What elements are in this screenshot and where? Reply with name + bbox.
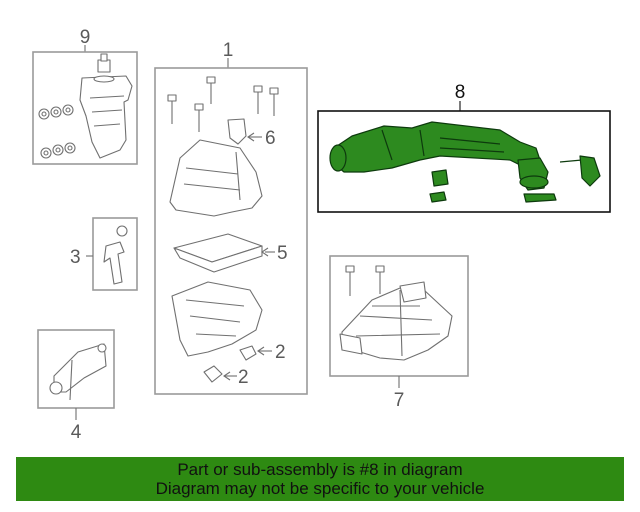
banner-line-2: Diagram may not be specific to your vehi…: [155, 479, 485, 498]
callout-2a: 2: [275, 342, 286, 363]
part-3-group[interactable]: 3: [70, 217, 138, 291]
part-7-group[interactable]: 7: [329, 255, 469, 411]
air-duct-drawing: [333, 121, 541, 173]
part-3-box: [92, 217, 138, 291]
banner-line-1: Part or sub-assembly is #8 in diagram: [177, 460, 463, 479]
nut-drawings: [38, 104, 76, 159]
callout-7: 7: [394, 390, 405, 411]
part-9-group[interactable]: 9: [32, 27, 138, 165]
part-9-box: [32, 51, 138, 165]
callout-2b: 2: [238, 367, 249, 388]
part-8-box: [317, 110, 611, 213]
upper-housing-drawing: [169, 139, 263, 217]
part-1-group[interactable]: 1 6 5 2 2: [154, 40, 308, 395]
callout-8: 8: [455, 82, 466, 103]
bolt-drawings: [167, 76, 279, 132]
part-1-box: [154, 67, 308, 395]
info-banner: Part or sub-assembly is #8 in diagram Di…: [16, 457, 624, 501]
callout-4: 4: [71, 422, 82, 443]
callout-1: 1: [223, 40, 234, 61]
callout-9: 9: [80, 27, 91, 48]
callout-3: 3: [70, 247, 81, 268]
reservoir-tank-drawing: [79, 75, 133, 159]
banner-background: [16, 457, 624, 501]
part-8-group[interactable]: 8: [317, 82, 611, 213]
callout-5: 5: [277, 243, 288, 264]
callout-6: 6: [265, 128, 276, 149]
part-4-group[interactable]: 4: [37, 329, 115, 443]
